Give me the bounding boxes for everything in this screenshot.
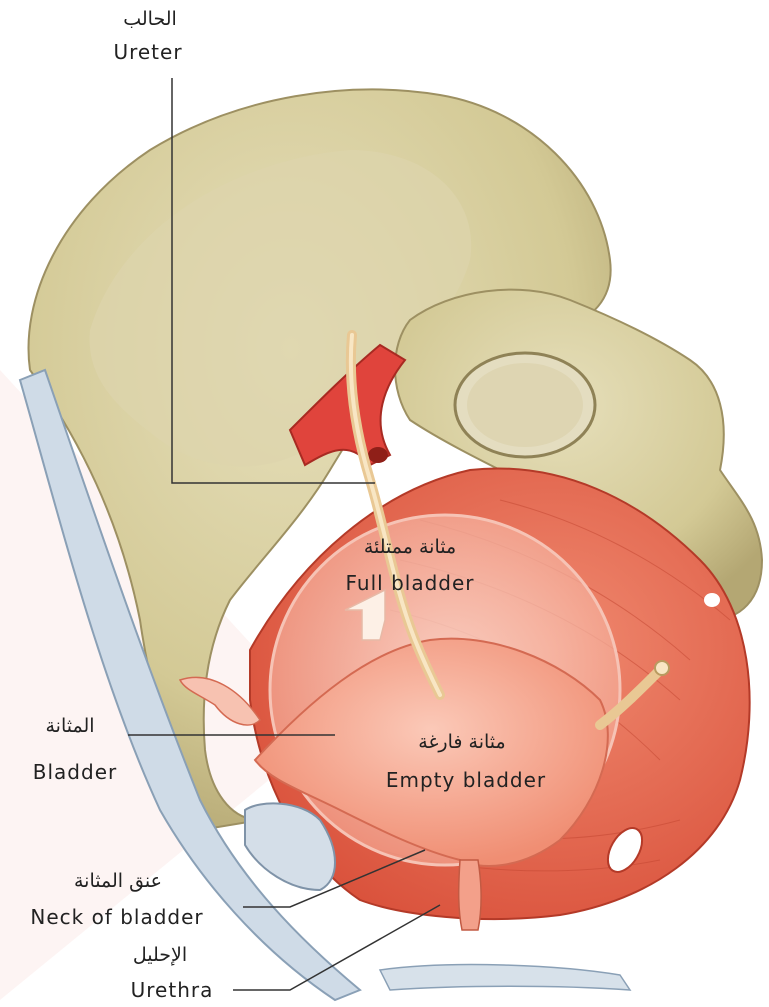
ligament-bottom [380, 965, 630, 990]
sacral-foramen [704, 593, 720, 607]
full-bladder-label-arabic: مثانة ممتلئة [364, 538, 456, 557]
artery-lumen [368, 447, 388, 463]
bladder-label: Bladder [33, 762, 117, 782]
ureter-right-cut [655, 661, 669, 675]
neck-of-bladder-label-arabic: عنق المثانة [74, 872, 162, 891]
ureter-label-arabic: الحالب [123, 10, 177, 29]
vertebral-body-inner [467, 363, 583, 447]
empty-bladder-label: Empty bladder [386, 770, 546, 790]
bladder-label-arabic: المثانة [45, 717, 94, 736]
ureter-label: Ureter [113, 42, 182, 62]
urethra-label: Urethra [131, 980, 214, 1000]
neck-of-bladder-label: Neck of bladder [30, 907, 203, 927]
urethra-label-arabic: الإحليل [133, 946, 187, 965]
empty-bladder-label-arabic: مثانة فارغة [418, 733, 505, 752]
urethra-shape [459, 860, 481, 930]
full-bladder-label: Full bladder [346, 573, 475, 593]
